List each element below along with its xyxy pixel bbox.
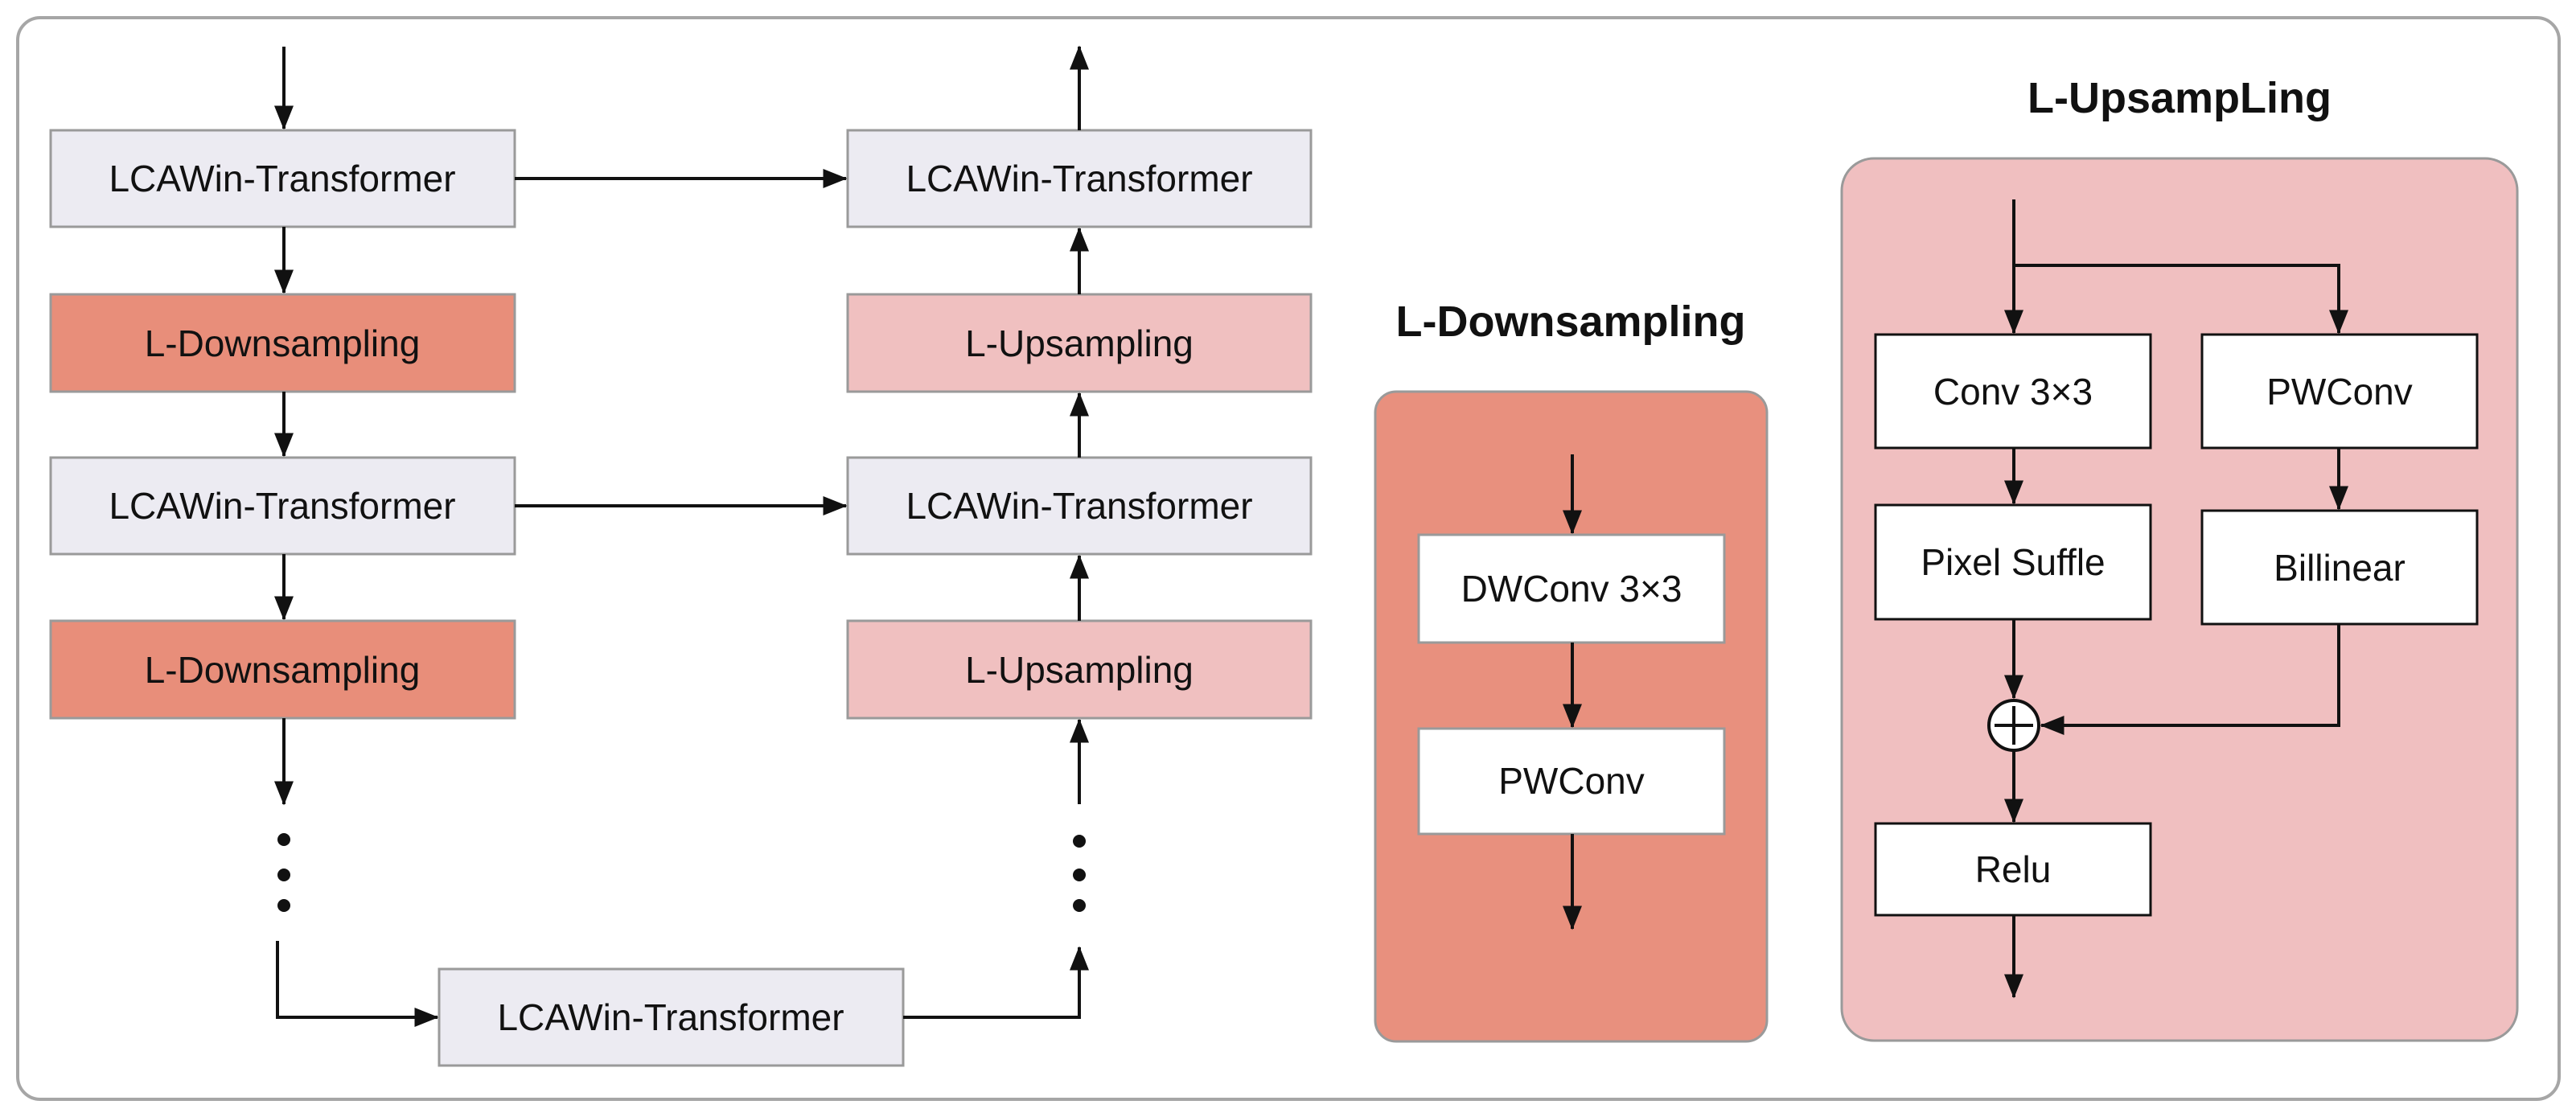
decoder-transformer-block-2-label: LCAWin-Transformer <box>906 485 1252 527</box>
decoder-transformer-block-1-label: LCAWin-Transformer <box>906 158 1252 199</box>
dwconv-box-label: DWConv 3×3 <box>1461 568 1682 610</box>
encoder-downsampling-block-2 <box>49 619 516 720</box>
bilinear-to-add-arrow <box>2040 624 2340 735</box>
relu-box-label: Relu <box>1975 848 2052 890</box>
conv3x3-box <box>1874 333 2152 450</box>
conv3x3-box-label: Conv 3×3 <box>1933 371 2093 413</box>
element-wise-add-icon <box>1987 699 2040 752</box>
decoder-ellipsis <box>1073 835 1086 912</box>
encoder-column: LCAWin-Transformer L-Downsampling LCAWin… <box>49 47 516 1027</box>
bilinear-box-label: Billinear <box>2274 547 2405 589</box>
encoder-downsampling-block-1 <box>49 293 516 393</box>
pwconv-box-down-label: PWConv <box>1498 760 1644 802</box>
encoder-transformer-block-1-label: LCAWin-Transformer <box>109 158 455 199</box>
l-downsampling-title: L-Downsampling <box>1396 298 1746 346</box>
decoder-upsampling-block-1 <box>846 293 1313 393</box>
encoder-transformer-block-2 <box>49 456 516 556</box>
bottleneck-to-decoder-arrow <box>903 946 1089 1019</box>
pixel-shuffle-box-label: Pixel Suffle <box>1921 541 2105 583</box>
l-upsampling-panel: L-UpsampLing Conv 3×3 Pixel Suffle PWCon… <box>1840 74 2519 1042</box>
encoder-downsampling-block-1-label: L-Downsampling <box>145 322 421 364</box>
bilinear-box <box>2200 509 2479 626</box>
decoder-transformer-block-2 <box>846 456 1313 556</box>
decoder-upsampling-block-2 <box>846 619 1313 720</box>
pwconv-box-up <box>2200 333 2479 450</box>
pixel-shuffle-box <box>1874 503 2152 621</box>
l-upsampling-title: L-UpsampLing <box>2028 74 2332 122</box>
decoder-upsampling-block-1-label: L-Upsampling <box>965 322 1194 364</box>
bottleneck-transformer-label: LCAWin-Transformer <box>497 996 844 1038</box>
encoder-transformer-block-2-label: LCAWin-Transformer <box>109 485 455 527</box>
dwconv-box <box>1417 533 1726 644</box>
encoder-downsampling-block-2-label: L-Downsampling <box>145 649 421 691</box>
encoder-transformer-block-1 <box>49 129 516 228</box>
decoder-column: L-Upsampling LCAWin-Transformer L-Upsamp… <box>846 45 1313 912</box>
l-downsampling-panel: L-Downsampling DWConv 3×3 PWConv <box>1374 298 1769 1043</box>
l-upsampling-right-in-arrow <box>2014 264 2348 335</box>
pwconv-box-down <box>1417 727 1726 836</box>
encoder-ellipsis <box>277 833 290 912</box>
decoder-upsampling-block-2-label: L-Upsampling <box>965 649 1194 691</box>
pwconv-box-up-label: PWConv <box>2266 371 2412 413</box>
encoder-to-bottleneck-arrow <box>276 941 439 1027</box>
